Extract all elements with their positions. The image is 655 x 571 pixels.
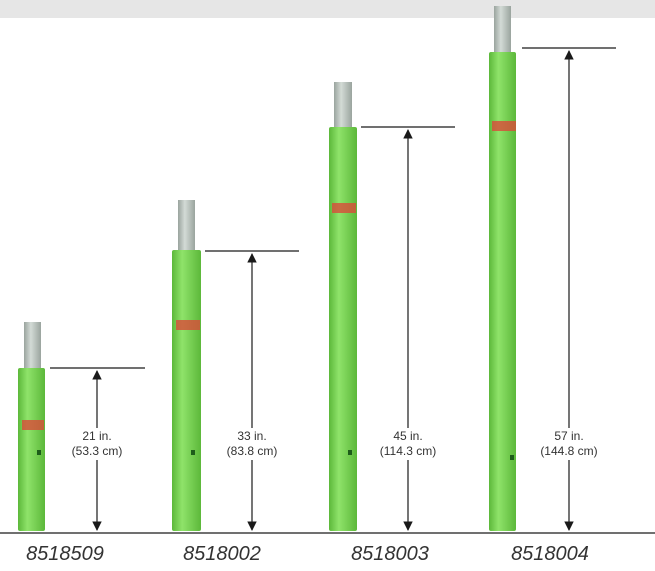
pole-8518004	[489, 6, 516, 531]
length-in: 33 in.	[237, 429, 267, 443]
part-number: 8518002	[183, 543, 261, 565]
length-cm: (144.8 cm)	[540, 444, 598, 458]
pole-label	[332, 203, 356, 213]
measurement-label-8518003: 45 in. (114.3 cm)	[363, 428, 453, 460]
pole-pin	[494, 6, 511, 56]
dimension-8518003	[361, 126, 455, 531]
pole-8518002	[172, 200, 201, 531]
pole-label	[22, 420, 44, 430]
part-number: 8518509	[26, 543, 104, 565]
part-number: 8518003	[351, 543, 429, 565]
length-in: 21 in.	[82, 429, 112, 443]
pole-tube	[329, 127, 357, 531]
length-in: 57 in.	[554, 429, 584, 443]
pole-tube	[172, 250, 201, 531]
length-in: 45 in.	[393, 429, 423, 443]
pole-tube	[18, 368, 45, 531]
pole-pin	[24, 322, 41, 370]
dimension-8518002	[205, 250, 299, 531]
measurement-label-8518002: 33 in. (83.8 cm)	[207, 428, 297, 460]
length-cm: (114.3 cm)	[379, 444, 437, 458]
pole-label	[492, 121, 516, 131]
measurement-label-8518509: 21 in. (53.3 cm)	[52, 428, 142, 460]
part-number: 8518004	[511, 543, 589, 565]
pole-pin	[334, 82, 352, 130]
length-cm: (53.3 cm)	[71, 444, 123, 458]
pole-8518509	[18, 322, 45, 531]
pole-label	[176, 320, 200, 330]
top-bar	[0, 0, 655, 18]
pole-pin	[178, 200, 195, 254]
pole-8518003	[329, 82, 357, 531]
measurement-label-8518004: 57 in. (144.8 cm)	[524, 428, 614, 460]
length-cm: (83.8 cm)	[226, 444, 278, 458]
pole-tube	[489, 52, 516, 531]
